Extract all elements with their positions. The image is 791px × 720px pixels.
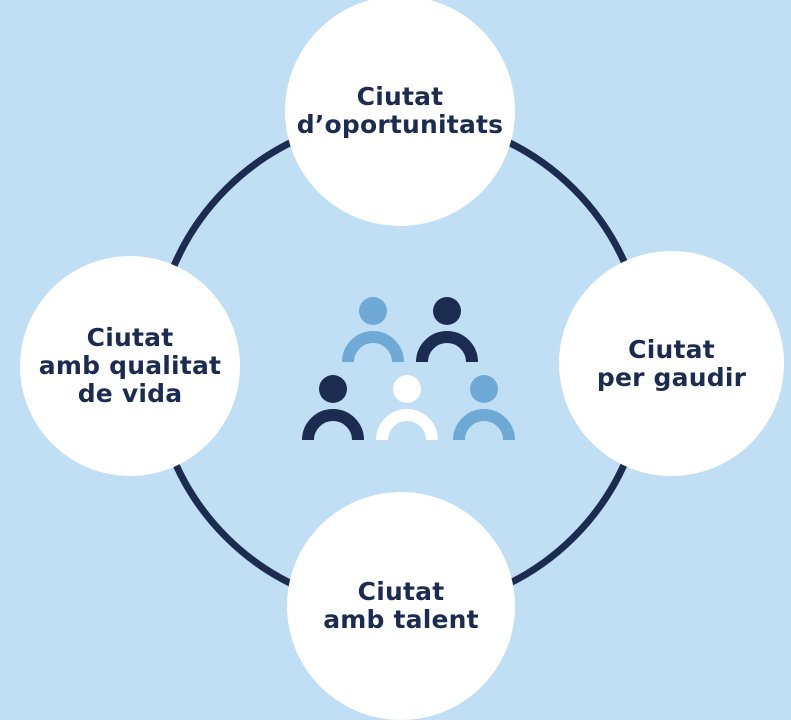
node-ciutat-talent: Ciutat amb talent xyxy=(287,492,515,720)
person-body xyxy=(453,409,515,441)
node-label-bottom: Ciutat amb talent xyxy=(323,577,479,634)
person-figure-icon xyxy=(342,297,404,363)
person-body xyxy=(302,409,364,441)
person-body xyxy=(342,331,404,363)
person-head xyxy=(393,375,421,403)
node-ciutat-per-gaudir: Ciutat per gaudir xyxy=(559,251,784,476)
person-figure-icon xyxy=(376,375,438,441)
node-label-left: Ciutat amb qualitat de vida xyxy=(38,323,222,408)
person-figure-icon xyxy=(453,375,515,441)
person-head xyxy=(433,297,461,325)
person-body xyxy=(416,331,478,363)
node-ciutat-oportunitats: Ciutat d’oportunitats xyxy=(285,0,515,226)
node-label-top: Ciutat d’oportunitats xyxy=(296,82,504,139)
node-label-right: Ciutat per gaudir xyxy=(596,334,747,392)
person-head xyxy=(359,297,387,325)
node-ciutat-qualitat-vida: Ciutat amb qualitat de vida xyxy=(20,256,240,476)
person-body xyxy=(376,409,438,441)
person-figure-icon xyxy=(416,297,478,363)
person-head xyxy=(470,375,498,403)
person-head xyxy=(319,375,347,403)
person-figure-icon xyxy=(302,375,364,441)
people-group-icon xyxy=(302,297,515,441)
